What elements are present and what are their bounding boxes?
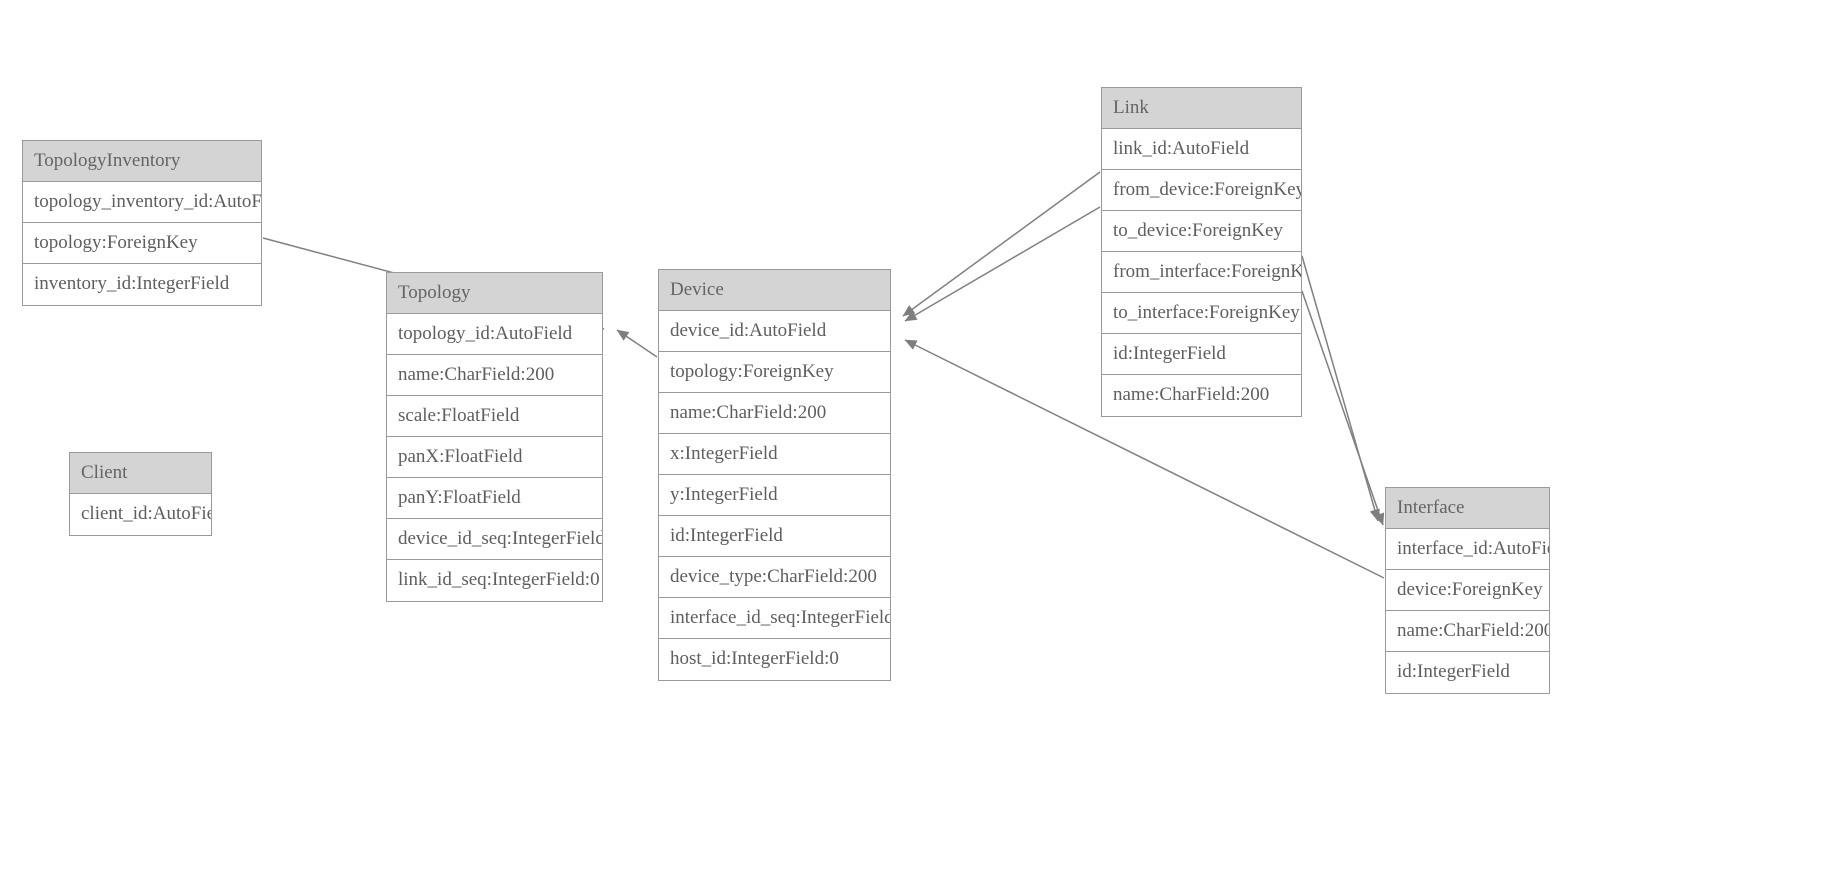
entity-field-row: link_id_seq:IntegerField:0	[387, 560, 602, 601]
entity-field-row: device_id_seq:IntegerField:0	[387, 519, 602, 560]
entity-field-row: name:CharField:200	[387, 355, 602, 396]
entity-field-row: x:IntegerField	[659, 434, 890, 475]
entity-link[interactable]: Link link_id:AutoField from_device:Forei…	[1101, 87, 1302, 417]
edge-link-to-device	[904, 206, 1101, 322]
edge-link-from-device	[902, 171, 1101, 317]
entity-field-row: scale:FloatField	[387, 396, 602, 437]
entity-device[interactable]: Device device_id:AutoField topology:Fore…	[658, 269, 891, 681]
entity-field-row: device_id:AutoField	[659, 311, 890, 352]
entity-field-row: client_id:AutoField	[70, 494, 211, 535]
entity-field-row: y:IntegerField	[659, 475, 890, 516]
entity-field-row: inventory_id:IntegerField	[23, 264, 261, 305]
entity-field-row: device_type:CharField:200	[659, 557, 890, 598]
entity-field-row: to_interface:ForeignKey	[1102, 293, 1301, 334]
entity-field-row: device:ForeignKey	[1386, 570, 1549, 611]
entity-field-row: interface_id_seq:IntegerField:0	[659, 598, 890, 639]
entity-field-row: to_device:ForeignKey	[1102, 211, 1301, 252]
entity-title: Topology	[387, 273, 602, 314]
entity-field-row: panY:FloatField	[387, 478, 602, 519]
entity-field-row: from_device:ForeignKey	[1102, 170, 1301, 211]
entity-title: Device	[659, 270, 890, 311]
entity-field-row: interface_id:AutoField	[1386, 529, 1549, 570]
entity-field-row: name:CharField:200	[659, 393, 890, 434]
entity-topology-inventory[interactable]: TopologyInventory topology_inventory_id:…	[22, 140, 262, 306]
entity-title: TopologyInventory	[23, 141, 261, 182]
entity-title: Link	[1102, 88, 1301, 129]
edge-link-to-interface	[1301, 290, 1385, 526]
entity-field-row: topology:ForeignKey	[23, 223, 261, 264]
entity-field-row: from_interface:ForeignKey	[1102, 252, 1301, 293]
edge-link-from-interface	[1301, 255, 1380, 522]
entity-title: Client	[70, 453, 211, 494]
edge-device-topology	[616, 329, 658, 358]
entity-field-row: name:CharField:200	[1102, 375, 1301, 416]
entity-field-row: name:CharField:200	[1386, 611, 1549, 652]
entity-field-row: topology_inventory_id:AutoField	[23, 182, 261, 223]
entity-field-row: panX:FloatField	[387, 437, 602, 478]
entity-field-row: host_id:IntegerField:0	[659, 639, 890, 680]
entity-title: Interface	[1386, 488, 1549, 529]
entity-interface[interactable]: Interface interface_id:AutoField device:…	[1385, 487, 1550, 694]
entity-field-row: link_id:AutoField	[1102, 129, 1301, 170]
entity-field-row: topology_id:AutoField	[387, 314, 602, 355]
entity-topology[interactable]: Topology topology_id:AutoField name:Char…	[386, 272, 603, 602]
entity-field-row: id:IntegerField	[659, 516, 890, 557]
entity-field-row: id:IntegerField	[1102, 334, 1301, 375]
entity-field-row: id:IntegerField	[1386, 652, 1549, 693]
entity-field-row: topology:ForeignKey	[659, 352, 890, 393]
entity-client[interactable]: Client client_id:AutoField	[69, 452, 212, 536]
